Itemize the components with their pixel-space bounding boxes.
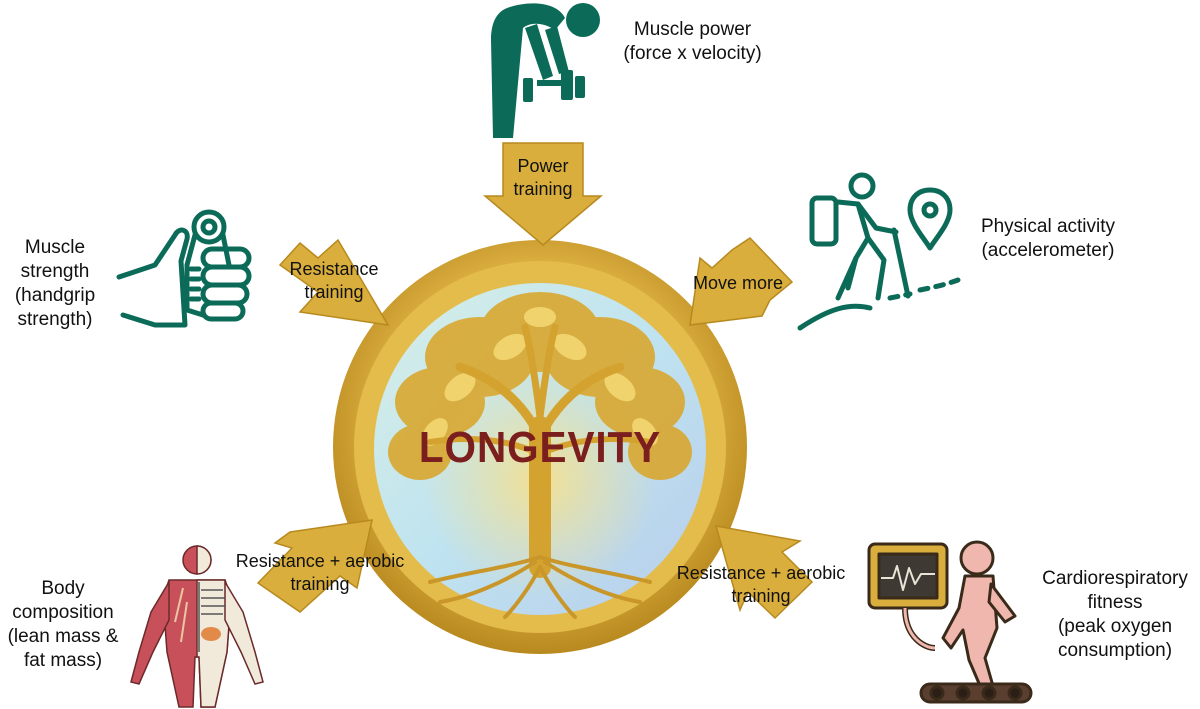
handgrip-dynamometer-icon [116, 209, 252, 328]
physical-activity-title: Physical activity [980, 216, 1116, 237]
hiker-with-location-pin-icon [797, 172, 961, 331]
label-body-composition: Body composition (lean mass & fat mass) [7, 578, 119, 671]
center-title: LONGEVITY [418, 423, 662, 472]
anatomy-body-icon [130, 545, 264, 708]
intervention-resistance-training: Resistance training [289, 259, 379, 302]
label-physical-activity: Physical activity (accelerometer) [968, 215, 1128, 263]
arrow-power-training [482, 142, 604, 246]
intervention-cardiorespiratory: Resistance + aerobic training [676, 563, 846, 606]
label-cardiorespiratory: Cardiorespiratory fitness (peak oxygen c… [1042, 568, 1188, 661]
intervention-body-composition: Resistance + aerobic training [235, 551, 405, 594]
arrow-move-more [689, 237, 794, 326]
label-muscle-power: Muscle power (force x velocity) [615, 18, 770, 66]
treadmill-runner-icon [867, 540, 1033, 704]
arrow-resistance-training [278, 238, 390, 326]
intervention-power-training: Power training [513, 156, 573, 199]
intervention-move-more: Move more [692, 273, 784, 293]
label-muscle-strength: Muscle strength (handgrip strength) [14, 237, 96, 330]
muscle-power-subtitle: (force x velocity) [623, 43, 762, 64]
arrow-body-composition [256, 519, 373, 613]
arrow-cardiorespiratory [714, 525, 814, 620]
muscle-power-title: Muscle power [633, 19, 752, 40]
physical-activity-subtitle: (accelerometer) [981, 240, 1115, 261]
tree-of-life-icon [333, 240, 747, 654]
weightlifter-icon [491, 3, 600, 139]
